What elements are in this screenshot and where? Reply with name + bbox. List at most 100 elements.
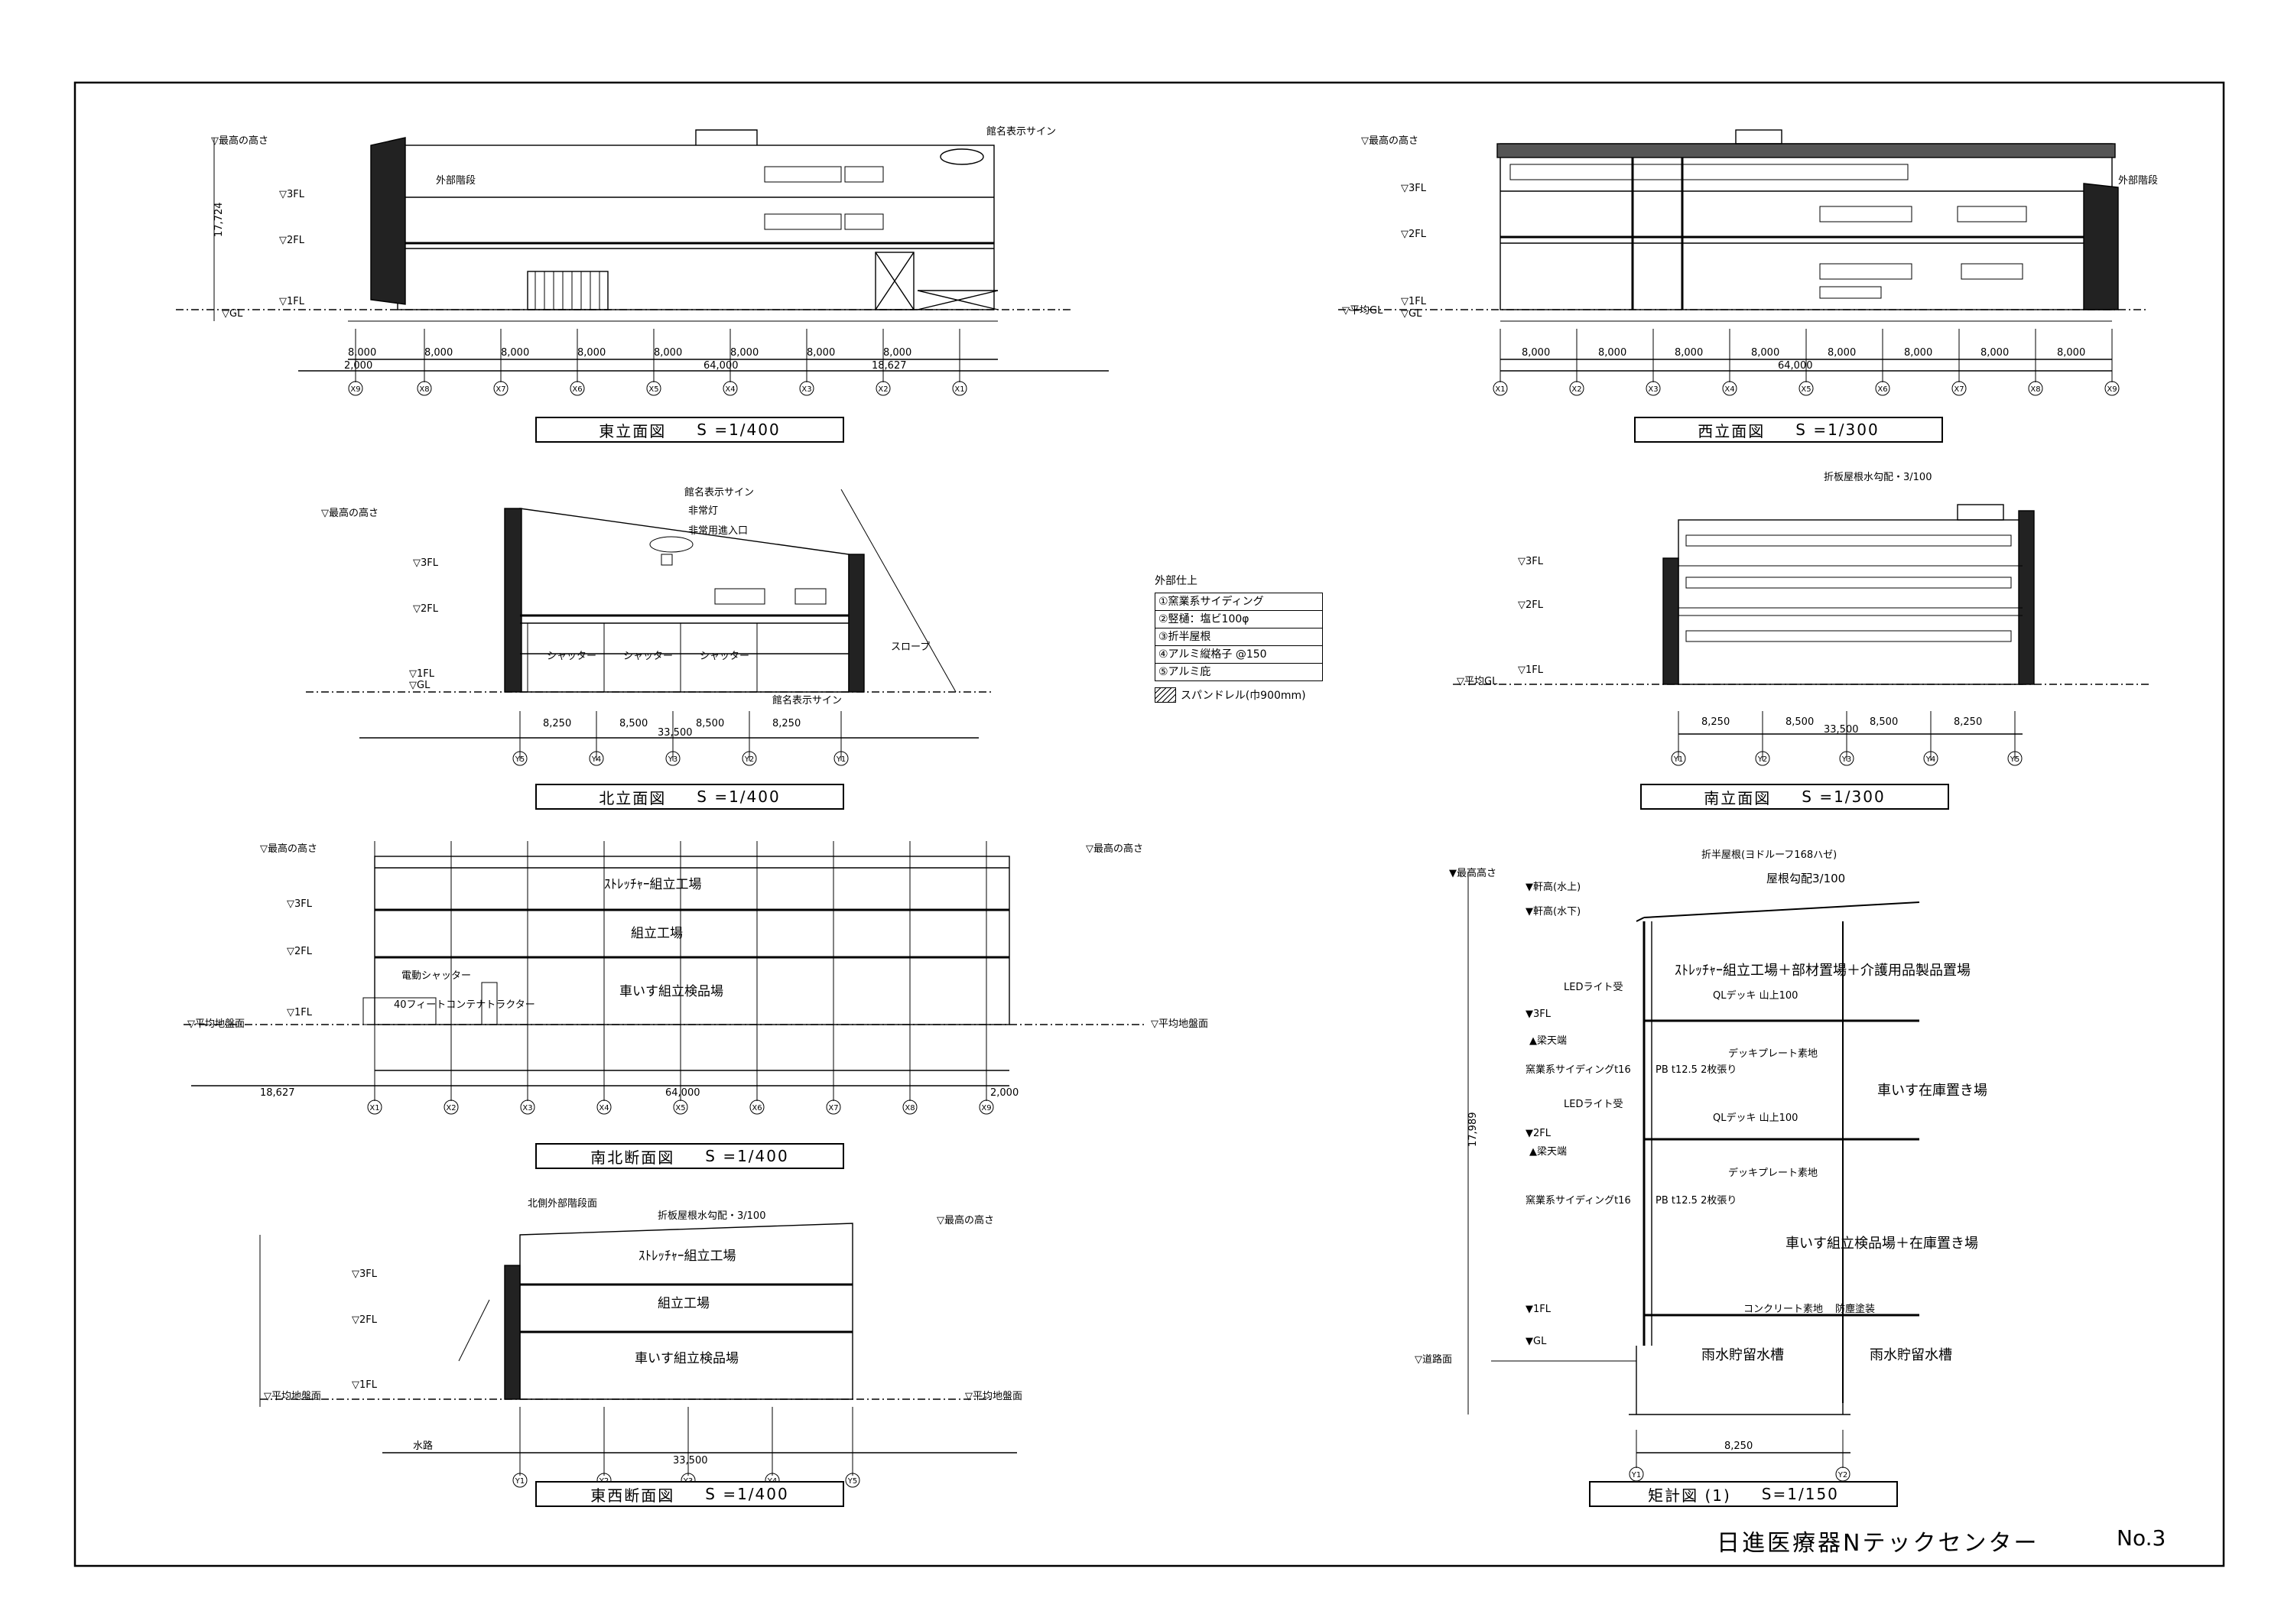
wall-fl1: ▼1FL	[1526, 1304, 1552, 1315]
ns-room-stretcher: ｽﾄﾚｯﾁｬｰ組立工場	[604, 877, 702, 892]
ns-grid-1: X1	[369, 1104, 379, 1112]
west-grid-4: X4	[1724, 385, 1734, 394]
east-bay-3: 8,000	[501, 347, 529, 359]
ns-grid-3: X3	[522, 1104, 532, 1112]
east-elevation-drawing	[176, 129, 1109, 396]
west-grid-2: X2	[1571, 385, 1581, 394]
wall-led-2: LEDライト受	[1564, 1099, 1623, 1110]
west-grid-1: X1	[1495, 385, 1505, 394]
legend-item-4: ④アルミ縦格子 @150	[1155, 646, 1322, 664]
ns-level-max-r: ▽最高の高さ	[1086, 843, 1143, 855]
north-ybay-1: 8,250	[543, 718, 571, 729]
ew-level-max: ▽最高の高さ	[937, 1214, 994, 1226]
west-bay-2: 8,000	[1598, 347, 1626, 359]
west-bay-7: 8,000	[1980, 347, 2009, 359]
ns-section-drawing	[184, 841, 1147, 1115]
south-grid-2: Y2	[1757, 755, 1767, 764]
wall-led-3: LEDライト受	[1564, 982, 1623, 993]
wall-room-3f: ｽﾄﾚｯﾁｬｰ組立工場＋部材置場＋介護用品製品置場	[1675, 963, 1971, 979]
wall-room-2f: 車いす在庫置き場	[1877, 1083, 1987, 1099]
south-ybay-1: 8,250	[1701, 716, 1730, 728]
wall-siding-1f: 窯業系サイディングt16	[1526, 1194, 1631, 1207]
ew-ext-stair-n: 北側外部階段面	[528, 1198, 597, 1210]
wall-siding-2f: 窯業系サイディングt16	[1526, 1064, 1631, 1076]
ns-level-2fl: ▽2FL	[287, 946, 313, 957]
north-emergency-entry: 非常用進入口	[688, 525, 748, 537]
wall-gl: ▼GL	[1526, 1336, 1547, 1347]
east-dim-end-a: 18,627	[872, 360, 907, 372]
ew-dim-total: 33,500	[673, 1455, 708, 1466]
ns-grid-9: X9	[981, 1104, 991, 1112]
wall-dim-span: 8,250	[1724, 1440, 1753, 1452]
east-level-gl: ▽GL	[222, 308, 243, 320]
east-grid-3: X7	[496, 385, 505, 394]
ns-grid-6: X6	[752, 1104, 762, 1112]
east-level-1fl: ▽1FL	[279, 296, 305, 307]
ew-level-avg-ground-r: ▽平均地盤面	[965, 1391, 1022, 1402]
wall-pb-2f: PB t12.5 2枚張り	[1656, 1064, 1737, 1076]
wall-section-title: 矩計図 (1) S=1/150	[1589, 1481, 1898, 1507]
east-dim-end-b: 2,000	[344, 360, 372, 372]
east-grid-6: X4	[725, 385, 735, 394]
title-text: 南北断面図	[590, 1148, 675, 1167]
west-bay-4: 8,000	[1751, 347, 1779, 359]
title-scale: S=1/150	[1761, 1485, 1839, 1503]
west-level-1fl: ▽1FL	[1401, 296, 1427, 307]
wall-eave-high: ▼軒高(水上)	[1526, 881, 1581, 893]
sheet-border	[73, 81, 2225, 1567]
wall-beam-3: ▲梁天端	[1529, 1035, 1567, 1047]
legend-heading: 外部仕上	[1155, 575, 1197, 587]
east-bay-8: 8,000	[883, 347, 911, 359]
west-grid-3: X3	[1648, 385, 1658, 394]
north-slope: スロープ	[891, 641, 930, 653]
north-elevation-drawing	[306, 489, 994, 766]
west-grid-8: X8	[2030, 385, 2040, 394]
title-scale: S =1/300	[1795, 421, 1880, 439]
exterior-finish-legend: 外部仕上 ①窯業系サイディング ②竪樋：塩ビ100φ ③折半屋根 ④アルミ縦格子…	[1155, 573, 1323, 703]
north-level-2fl: ▽2FL	[413, 603, 439, 615]
ns-level-max: ▽最高の高さ	[260, 843, 317, 855]
ns-grid-7: X7	[828, 1104, 838, 1112]
wall-tank-1: 雨水貯留水槽	[1701, 1347, 1784, 1363]
title-text: 矩計図 (1)	[1648, 1486, 1731, 1505]
wall-section-drawing	[1467, 872, 1920, 1482]
north-ybay-2: 8,500	[619, 718, 648, 729]
north-level-3fl: ▽3FL	[413, 557, 439, 569]
ns-dim-total: 64,000	[665, 1087, 700, 1099]
west-grid-9: X9	[2107, 385, 2117, 394]
wall-fl3: ▼3FL	[1526, 1009, 1552, 1020]
west-grid-7: X7	[1954, 385, 1964, 394]
east-bay-7: 8,000	[807, 347, 835, 359]
ew-level-2fl: ▽2FL	[352, 1314, 378, 1326]
ew-section-title: 東西断面図 S =1/400	[535, 1481, 844, 1507]
south-ybay-4: 8,250	[1954, 716, 1982, 728]
south-grid-1: Y1	[1673, 755, 1683, 764]
east-sign-label: 館名表示サイン	[986, 125, 1056, 138]
ew-room-assembly: 組立工場	[658, 1296, 710, 1311]
wall-room-1f: 車いす組立検品場＋在庫置き場	[1785, 1236, 1978, 1252]
east-bay-5: 8,000	[654, 347, 682, 359]
north-shutter-2: シャッター	[623, 651, 673, 662]
east-grid-1: X9	[350, 385, 360, 394]
ew-grid-1: Y1	[515, 1477, 525, 1486]
north-ybay-4: 8,250	[772, 718, 801, 729]
north-grid-4: Y2	[744, 755, 754, 764]
ns-dim-end-a: 18,627	[260, 1087, 295, 1099]
ew-room-wheelchair: 車いす組立検品場	[635, 1351, 739, 1366]
south-elevation-title: 南立面図 S =1/300	[1640, 784, 1949, 810]
north-grid-3: Y3	[668, 755, 677, 764]
south-dim-total: 33,500	[1824, 724, 1859, 736]
ew-level-3fl: ▽3FL	[352, 1268, 378, 1280]
west-level-2fl: ▽2FL	[1401, 229, 1427, 240]
south-level-1fl: ▽1FL	[1518, 664, 1544, 676]
ew-room-stretcher: ｽﾄﾚｯﾁｬｰ組立工場	[638, 1249, 736, 1264]
west-level-3fl: ▽3FL	[1401, 183, 1427, 194]
spandrel-hatch-icon	[1155, 687, 1176, 703]
east-level-3fl: ▽3FL	[279, 189, 305, 200]
west-dim-total: 64,000	[1778, 360, 1813, 372]
ns-grid-5: X5	[675, 1104, 685, 1112]
east-bay-6: 8,000	[730, 347, 759, 359]
north-sign-label: 館名表示サイン	[684, 486, 754, 499]
east-level-max: ▽最高の高さ	[211, 135, 268, 147]
